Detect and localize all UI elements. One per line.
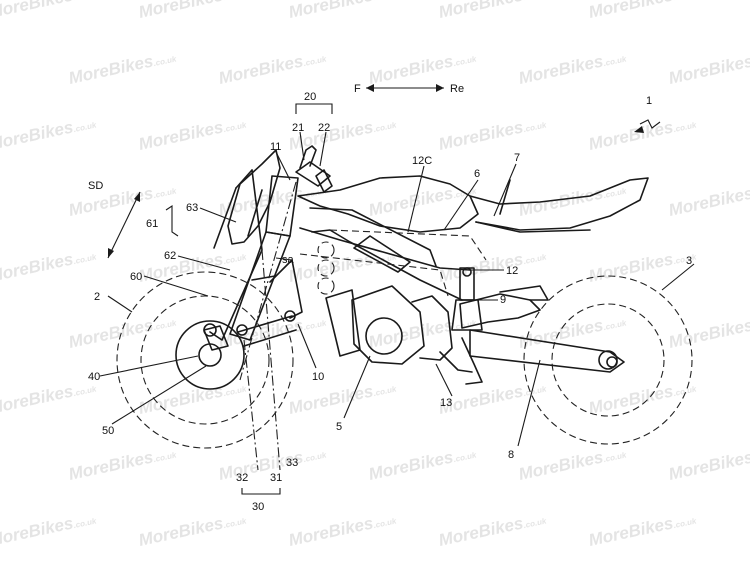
label-21: 21 (292, 122, 304, 134)
watermark-29: MoreBikes.co.uk (667, 311, 750, 352)
label-1: 1 (646, 95, 652, 107)
watermark-38: MoreBikes.co.uk (517, 443, 628, 484)
watermark-33: MoreBikes.co.uk (437, 377, 548, 418)
label-front-direction: F (354, 83, 361, 95)
label-60: 60 (130, 271, 142, 283)
watermark-20: MoreBikes.co.uk (0, 245, 98, 286)
direction-indicator (107, 84, 661, 259)
label-32: 32 (236, 472, 248, 484)
watermark-37: MoreBikes.co.uk (367, 443, 478, 484)
watermark-24: MoreBikes.co.uk (587, 245, 698, 286)
watermark-40: MoreBikes.co.uk (0, 509, 98, 550)
watermark-18: MoreBikes.co.uk (517, 179, 628, 220)
watermark-41: MoreBikes.co.uk (137, 509, 248, 550)
watermark-8: MoreBikes.co.uk (517, 47, 628, 88)
watermark-7: MoreBikes.co.uk (367, 47, 478, 88)
label-12c: 12C (412, 155, 432, 167)
watermark-34: MoreBikes.co.uk (587, 377, 698, 418)
label-30: 30 (252, 501, 264, 513)
watermark-11: MoreBikes.co.uk (137, 113, 248, 154)
watermark-44: MoreBikes.co.uk (587, 509, 698, 550)
label-61: 61 (146, 218, 158, 230)
watermark-22: MoreBikes.co.uk (287, 245, 398, 286)
label-8: 8 (508, 449, 514, 461)
swing-arm (459, 285, 625, 385)
watermark-30: MoreBikes.co.uk (0, 377, 98, 418)
label-6: 6 (474, 168, 480, 180)
label-10: 10 (312, 371, 324, 383)
label-31: 31 (270, 472, 282, 484)
watermark-15: MoreBikes.co.uk (67, 179, 178, 220)
label-63: 63 (186, 202, 198, 214)
watermark-42: MoreBikes.co.uk (287, 509, 398, 550)
label-22: 22 (318, 122, 330, 134)
watermark-6: MoreBikes.co.uk (217, 47, 328, 88)
label-5: 5 (336, 421, 342, 433)
label-3: 3 (686, 255, 692, 267)
watermark-19: MoreBikes.co.uk (667, 179, 750, 220)
label-62: 62 (164, 250, 176, 262)
watermark-17: MoreBikes.co.uk (367, 179, 478, 220)
watermark-5: MoreBikes.co.uk (67, 47, 178, 88)
watermark-25: MoreBikes.co.uk (67, 311, 178, 352)
watermark-16: MoreBikes.co.uk (217, 179, 328, 220)
label-12: 12 (506, 265, 518, 277)
watermark-21: MoreBikes.co.uk (137, 245, 248, 286)
watermark-3: MoreBikes.co.uk (437, 0, 548, 22)
label-rear-direction: Re (450, 83, 464, 95)
watermark-43: MoreBikes.co.uk (437, 509, 548, 550)
reference-labels: F Re 20 21 22 11 1 12C 6 7 SD 63 61 62 s… (88, 83, 692, 513)
label-2: 2 (94, 291, 100, 303)
watermark-35: MoreBikes.co.uk (67, 443, 178, 484)
watermark-0: MoreBikes.co.uk (0, 0, 98, 22)
watermark-39: MoreBikes.co.uk (667, 443, 750, 484)
watermark-2: MoreBikes.co.uk (287, 0, 398, 22)
watermark-4: MoreBikes.co.uk (587, 0, 698, 22)
front-fork (203, 169, 303, 471)
label-40: 40 (88, 371, 100, 383)
watermark-14: MoreBikes.co.uk (587, 113, 698, 154)
motor-unit (351, 285, 473, 373)
label-sa: sa (282, 254, 295, 266)
watermark-10: MoreBikes.co.uk (0, 113, 98, 154)
label-33: 33 (286, 457, 298, 469)
label-7: 7 (514, 152, 520, 164)
watermark-1: MoreBikes.co.uk (137, 0, 248, 22)
label-13: 13 (440, 397, 452, 409)
label-9: 9 (500, 294, 506, 306)
leader-lines (99, 103, 695, 495)
watermark-9: MoreBikes.co.uk (667, 47, 750, 88)
handlebar (295, 145, 333, 193)
frame (297, 175, 487, 357)
watermark-23: MoreBikes.co.uk (437, 245, 548, 286)
label-11: 11 (270, 141, 281, 153)
watermark-32: MoreBikes.co.uk (287, 377, 398, 418)
label-50: 50 (102, 425, 114, 437)
windscreen (227, 149, 281, 245)
label-sd: SD (88, 180, 103, 192)
label-20: 20 (304, 91, 316, 103)
seat-tail (469, 177, 649, 233)
watermark-13: MoreBikes.co.uk (437, 113, 548, 154)
